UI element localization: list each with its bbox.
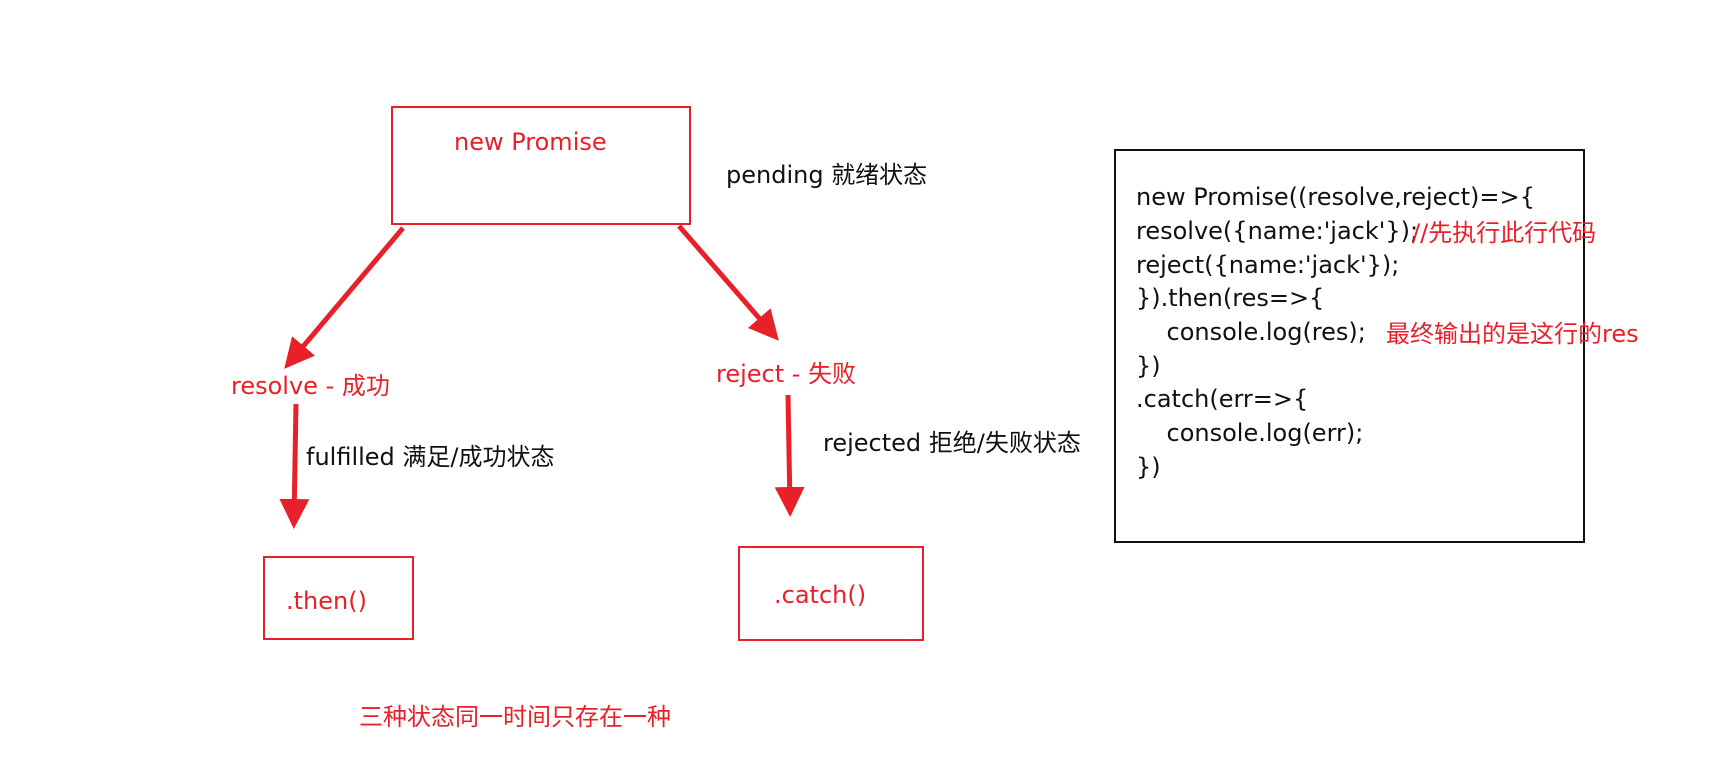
rejected-state-label: rejected 拒绝/失败状态 (823, 429, 1081, 457)
code-line-2: resolve({name:'jack'}); (1136, 217, 1419, 245)
code-line-9: }) (1136, 453, 1161, 481)
pending-state-label: pending 就绪状态 (726, 161, 928, 189)
code-line-4: }).then(res=>{ (1136, 284, 1325, 312)
code-comment-resolve: //先执行此行代码 (1412, 219, 1597, 247)
code-line-1: new Promise((resolve,reject)=>{ (1136, 183, 1535, 211)
code-comment-result: 最终输出的是这行的res (1386, 320, 1639, 348)
then-label: .then() (286, 587, 367, 615)
catch-box (738, 546, 924, 641)
code-line-6: }) (1136, 352, 1161, 380)
code-line-7: .catch(err=>{ (1136, 385, 1309, 413)
arrow-resolve-to-then (279, 403, 310, 529)
resolve-label: resolve - 成功 (231, 372, 390, 400)
new-promise-label: new Promise (454, 128, 607, 156)
code-line-5: console.log(res); (1136, 318, 1366, 346)
arrow-reject-to-catch (774, 394, 805, 517)
states-note: 三种状态同一时间只存在一种 (359, 703, 671, 731)
fulfilled-state-label: fulfilled 满足/成功状态 (306, 443, 555, 471)
catch-label: .catch() (774, 581, 867, 609)
arrow-to-reject (677, 224, 779, 341)
then-box (263, 556, 414, 640)
code-line-8: console.log(err); (1136, 419, 1364, 447)
arrow-to-resolve (284, 226, 405, 369)
code-panel (1114, 149, 1585, 543)
new-promise-box (391, 106, 691, 225)
reject-label: reject - 失败 (716, 360, 857, 388)
code-line-3: reject({name:'jack'}); (1136, 251, 1400, 279)
